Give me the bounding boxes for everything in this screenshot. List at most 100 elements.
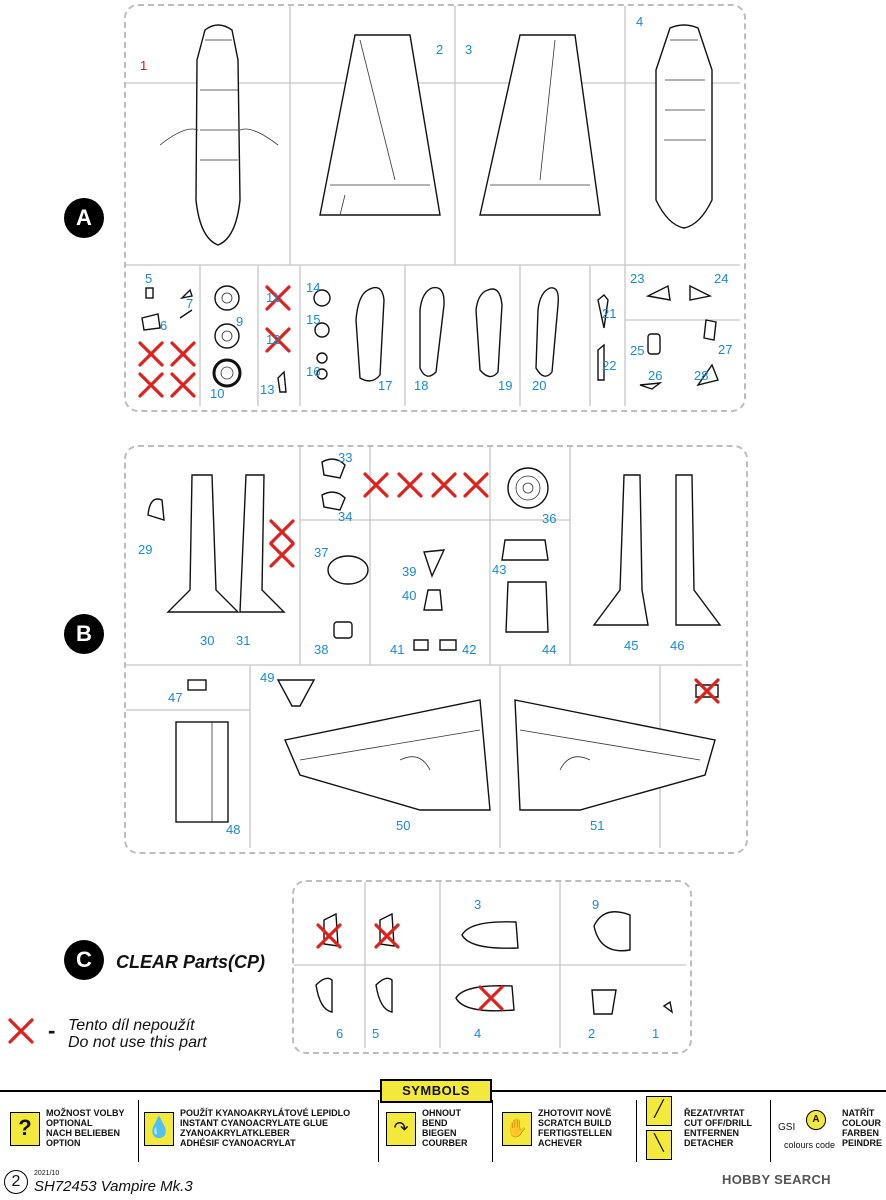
part-number: 14: [306, 280, 321, 295]
symbol-separator: [378, 1100, 379, 1162]
part-number: 27: [718, 342, 733, 357]
part-b50-wing: [284, 699, 491, 811]
part-number: 2: [436, 42, 444, 57]
part-number: 6: [336, 1026, 344, 1041]
part-number: 25: [630, 343, 645, 358]
section-badge-a: A: [64, 198, 104, 238]
part-b29: [147, 498, 165, 521]
glue-drop-icon: 💧: [144, 1112, 174, 1146]
part-a15-wheel: [314, 322, 330, 338]
part-number: 1: [140, 58, 148, 73]
symbols-label: SYMBOLS: [380, 1079, 492, 1103]
part-number: 10: [210, 386, 225, 401]
part-b33: [321, 458, 346, 479]
legend-line-cz: Tento díl nepoužít: [68, 1017, 195, 1034]
part-number: 40: [402, 588, 417, 603]
part-b42: [439, 639, 457, 651]
part-number: 9: [236, 314, 244, 329]
part-a5: [145, 287, 154, 299]
part-number: 17: [378, 378, 393, 393]
part-b34: [321, 491, 346, 511]
question-icon: ?: [10, 1112, 40, 1146]
part-a22: [597, 343, 605, 381]
part-b47: [187, 679, 207, 691]
legend-dash: -: [48, 1018, 56, 1043]
part-number: 31: [236, 633, 251, 648]
part-number: 43: [492, 562, 507, 577]
scratch-build-icon: ✋: [502, 1112, 532, 1146]
part-number: 4: [636, 14, 644, 29]
part-number: 13: [260, 382, 275, 397]
cross-marks: [8, 285, 720, 1044]
cut-icon: ╱: [646, 1096, 672, 1126]
part-b41: [413, 639, 429, 651]
part-number: 24: [714, 271, 729, 286]
page-number: 2: [4, 1170, 28, 1194]
part-a3-wing: [479, 34, 601, 216]
part-number: 9: [592, 897, 600, 912]
part-c6: [315, 977, 333, 1013]
part-number: 3: [465, 42, 473, 57]
part-number: 4: [474, 1026, 482, 1041]
sprue-frame-a: [124, 4, 746, 412]
part-a21: [597, 294, 609, 329]
gsi-label: GSI: [778, 1122, 796, 1133]
bend-icon: ↷: [386, 1112, 416, 1146]
sprue-frame-b: [124, 445, 748, 854]
section-badge-c: C: [64, 940, 104, 980]
part-a27: [703, 319, 717, 341]
part-number: 23: [630, 271, 645, 286]
part-number: 21: [602, 306, 617, 321]
part-c3-canopy: [461, 921, 519, 949]
part-number: 29: [138, 542, 153, 557]
part-a28: [696, 363, 719, 387]
part-number: 49: [260, 670, 275, 685]
part-number: 38: [314, 642, 329, 657]
symbol-separator: [770, 1100, 771, 1162]
part-number: 26: [648, 368, 663, 383]
legend-line-en: Do not use this part: [68, 1034, 207, 1051]
part-a17-door: [355, 286, 385, 382]
part-b43: [501, 539, 549, 561]
part-b51-wing: [514, 699, 716, 811]
section-badge-b: B: [64, 614, 104, 654]
paint-icon: A: [806, 1110, 826, 1130]
part-number: 12: [266, 332, 281, 347]
part-a14-wheel: [313, 289, 331, 307]
part-number: 5: [145, 271, 153, 286]
part-number: 41: [390, 642, 405, 657]
part-c4-canopy: [455, 985, 515, 1012]
part-number: 11: [266, 290, 280, 305]
part-number: 28: [694, 368, 709, 383]
part-number: 6: [160, 318, 168, 333]
part-c2: [591, 989, 617, 1015]
part-a26: [639, 382, 663, 390]
part-b38: [333, 621, 353, 639]
colours-code-label: colours code: [784, 1140, 836, 1150]
part-a18-door: [419, 286, 445, 377]
part-a16-wheel: [316, 352, 328, 380]
sprue-c-runners: [294, 882, 686, 1048]
part-a23: [645, 284, 671, 301]
part-number: 47: [168, 690, 183, 705]
part-number: 20: [532, 378, 547, 393]
part-b31-boom: [239, 474, 286, 613]
part-b45-boom: [592, 474, 649, 626]
clear-parts-title: CLEAR Parts(CP): [116, 952, 266, 972]
part-a19-door: [475, 288, 503, 378]
part-a9-wheel: [214, 285, 240, 311]
sprue-frame-c: [292, 880, 692, 1054]
part-a9b-wheel: [214, 323, 240, 349]
part-c1: [662, 1000, 674, 1014]
part-b30-boom: [166, 474, 240, 613]
part-b46-boom: [675, 474, 722, 626]
symbol-separator: [636, 1100, 637, 1162]
part-a4-cockpit: [655, 24, 713, 229]
part-number: 19: [498, 378, 513, 393]
part-number: 34: [338, 509, 353, 524]
part-c5: [375, 977, 393, 1013]
